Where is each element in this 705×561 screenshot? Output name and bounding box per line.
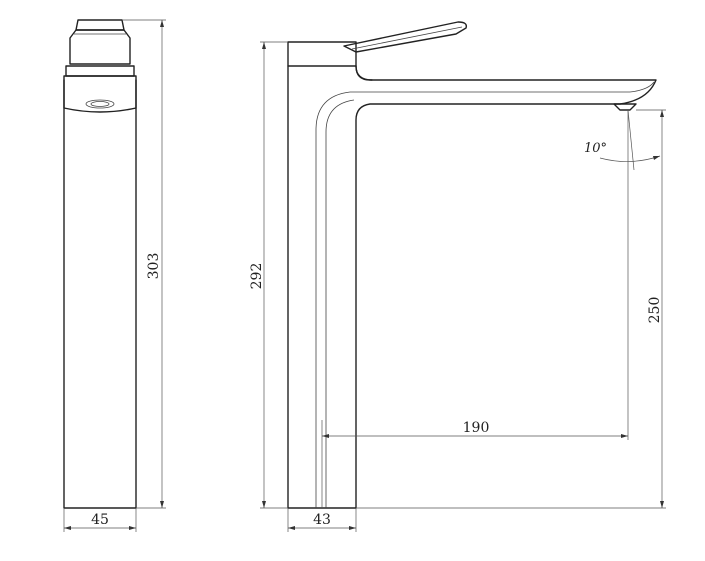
side-width-label: 45 xyxy=(91,512,109,528)
front-height-label: 292 xyxy=(249,263,265,290)
spout-reach-label: 190 xyxy=(463,420,490,436)
side-collar xyxy=(65,65,135,77)
spout-angle-label: 10° xyxy=(584,141,607,156)
front-base-width-label: 43 xyxy=(313,512,331,528)
spout-aerator xyxy=(613,103,637,111)
front-view: 292 43 190 250 10° xyxy=(249,21,666,532)
side-body xyxy=(63,79,137,509)
front-body xyxy=(287,65,657,509)
lever-handle xyxy=(343,21,468,53)
side-view: 45 303 xyxy=(63,19,166,532)
aerator-icon xyxy=(85,99,115,109)
side-handle-block xyxy=(69,29,131,65)
spout-height-label: 250 xyxy=(647,297,663,324)
side-height-label: 303 xyxy=(146,253,162,280)
side-handle-cap xyxy=(75,19,125,31)
